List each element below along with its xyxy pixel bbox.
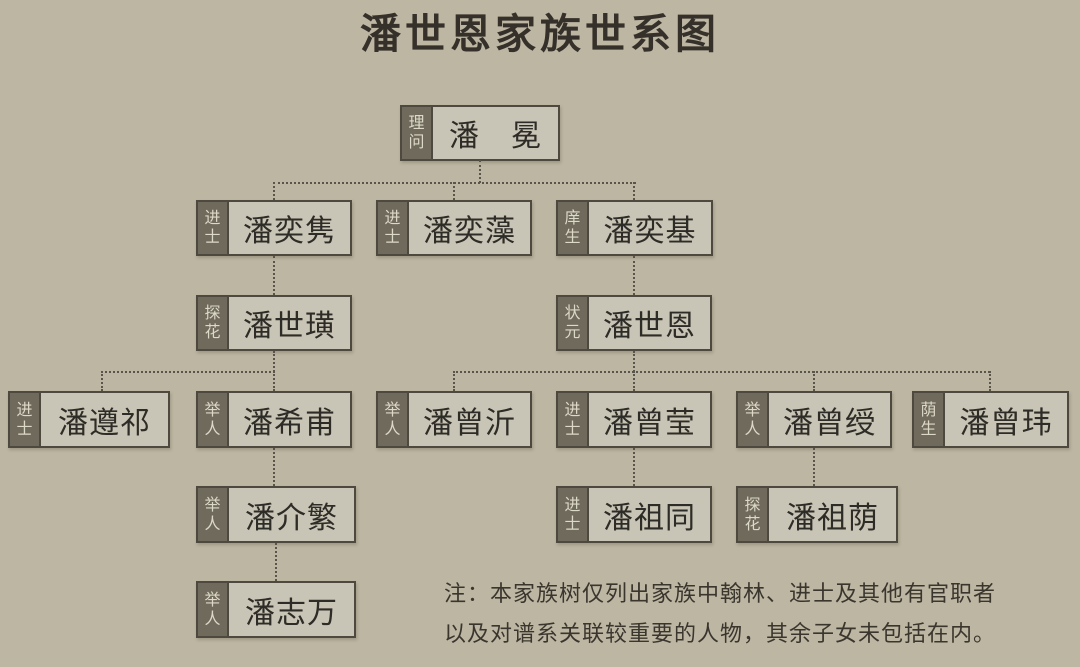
footnote: 注：本家族树仅列出家族中翰林、进士及其他有官职者 以及对谱系关联较重要的人物，其…: [444, 574, 996, 654]
tree-node-pan-shien: 状元 潘世恩: [556, 295, 712, 351]
person-name: 潘世恩: [603, 310, 696, 343]
tree-node-pan-xifu: 举人 潘希甫: [196, 391, 352, 448]
connector-line: [275, 543, 277, 581]
rank-tag: 进士: [10, 393, 41, 446]
person-name: 潘奕隽: [243, 215, 336, 248]
connector-line: [453, 371, 455, 391]
tree-node-pan-zuyin: 探花 潘祖荫: [736, 486, 898, 543]
person-name: 潘祖同: [603, 501, 696, 535]
footnote-line-2: 以及对谱系关联较重要的人物，其余子女未包括在内。: [444, 621, 997, 646]
connector-line: [273, 351, 275, 372]
footnote-line-1: 注：本家族树仅列出家族中翰林、进士及其他有官职者: [444, 581, 997, 606]
person-name: 潘 冕: [449, 120, 542, 153]
connector-line: [273, 371, 275, 391]
connector-line: [273, 182, 275, 200]
connector-line: [479, 160, 481, 183]
connector-line: [813, 448, 815, 486]
connector-line: [633, 448, 635, 486]
connector-line: [633, 182, 635, 200]
rank-tag: 进士: [198, 202, 229, 254]
person-name: 潘遵祁: [58, 406, 151, 440]
rank-tag: 举人: [198, 488, 229, 541]
rank-tag: 举人: [378, 393, 409, 446]
tree-node-pan-shihuang: 探花 潘世璜: [196, 295, 352, 351]
connector-line: [453, 371, 990, 373]
tree-node-pan-zutong: 进士 潘祖同: [556, 486, 712, 543]
rank-tag: 庠生: [558, 202, 589, 254]
tree-node-pan-zengwei: 荫生 潘曾玮: [912, 391, 1069, 448]
person-name: 潘曾沂: [423, 406, 516, 440]
tree-node-pan-mian: 理问 潘 冕: [400, 105, 560, 161]
tree-node-pan-zengshou: 举人 潘曾绶: [736, 391, 892, 448]
person-name: 潘奕藻: [423, 215, 516, 248]
rank-tag: 举人: [738, 393, 769, 446]
page-title: 潘世恩家族世系图: [360, 11, 720, 57]
connector-line: [813, 371, 815, 391]
tree-node-pan-zengying: 进士 潘曾莹: [556, 391, 712, 448]
rank-tag: 探花: [738, 488, 769, 541]
tree-node-pan-zunqi: 进士 潘遵祁: [8, 391, 170, 448]
connector-line: [453, 182, 455, 200]
rank-tag: 进士: [558, 393, 589, 446]
tree-node-pan-yiji: 庠生 潘奕基: [556, 200, 713, 256]
rank-tag: 探花: [198, 297, 229, 349]
tree-node-pan-yijun: 进士 潘奕隽: [196, 200, 352, 256]
tree-node-pan-yizao: 进士 潘奕藻: [376, 200, 532, 256]
connector-line: [633, 371, 635, 391]
connector-line: [633, 351, 635, 372]
connector-line: [273, 256, 275, 295]
connector-line: [273, 448, 275, 486]
person-name: 潘曾莹: [603, 406, 696, 440]
connector-line: [633, 256, 635, 295]
person-name: 潘曾绶: [783, 406, 876, 440]
person-name: 潘世璜: [243, 310, 336, 343]
rank-tag: 状元: [558, 297, 589, 349]
rank-tag: 举人: [198, 583, 229, 636]
person-name: 潘祖荫: [786, 501, 879, 535]
rank-tag: 举人: [198, 393, 229, 446]
rank-tag: 理问: [402, 107, 433, 159]
rank-tag: 进士: [558, 488, 589, 541]
rank-tag: 进士: [378, 202, 409, 254]
connector-line: [101, 371, 103, 391]
rank-tag: 荫生: [914, 393, 945, 446]
tree-node-pan-jiefan: 举人 潘介繁: [196, 486, 356, 543]
person-name: 潘希甫: [243, 406, 336, 440]
person-name: 潘志万: [245, 596, 338, 630]
tree-node-pan-zengyi: 举人 潘曾沂: [376, 391, 532, 448]
connector-line: [989, 371, 991, 391]
tree-node-pan-zhiwan: 举人 潘志万: [196, 581, 356, 638]
person-name: 潘介繁: [245, 501, 338, 535]
person-name: 潘奕基: [603, 215, 697, 248]
connector-line: [101, 371, 275, 373]
person-name: 潘曾玮: [959, 406, 1053, 440]
